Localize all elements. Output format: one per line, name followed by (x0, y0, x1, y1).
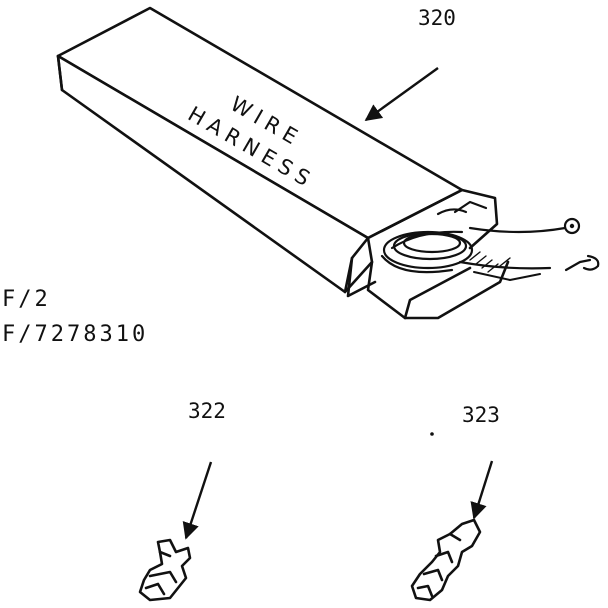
callout-322-label: 322 (188, 399, 226, 423)
figure-code-line-1: F/2 (2, 287, 51, 312)
figure-code-line-2: F/7278310 (2, 322, 149, 347)
terminal-322-leader-arrow (182, 461, 213, 540)
callout-320-label: 320 (418, 6, 456, 30)
box-leader-arrow (364, 67, 439, 121)
wire-harness-box-drawing (56, 6, 600, 320)
callout-323-label: 323 (462, 403, 500, 427)
terminal-322-drawing (138, 538, 192, 602)
terminal-323-leader-arrow (470, 460, 494, 520)
stray-dot (430, 432, 434, 436)
terminal-323-drawing (410, 518, 482, 602)
